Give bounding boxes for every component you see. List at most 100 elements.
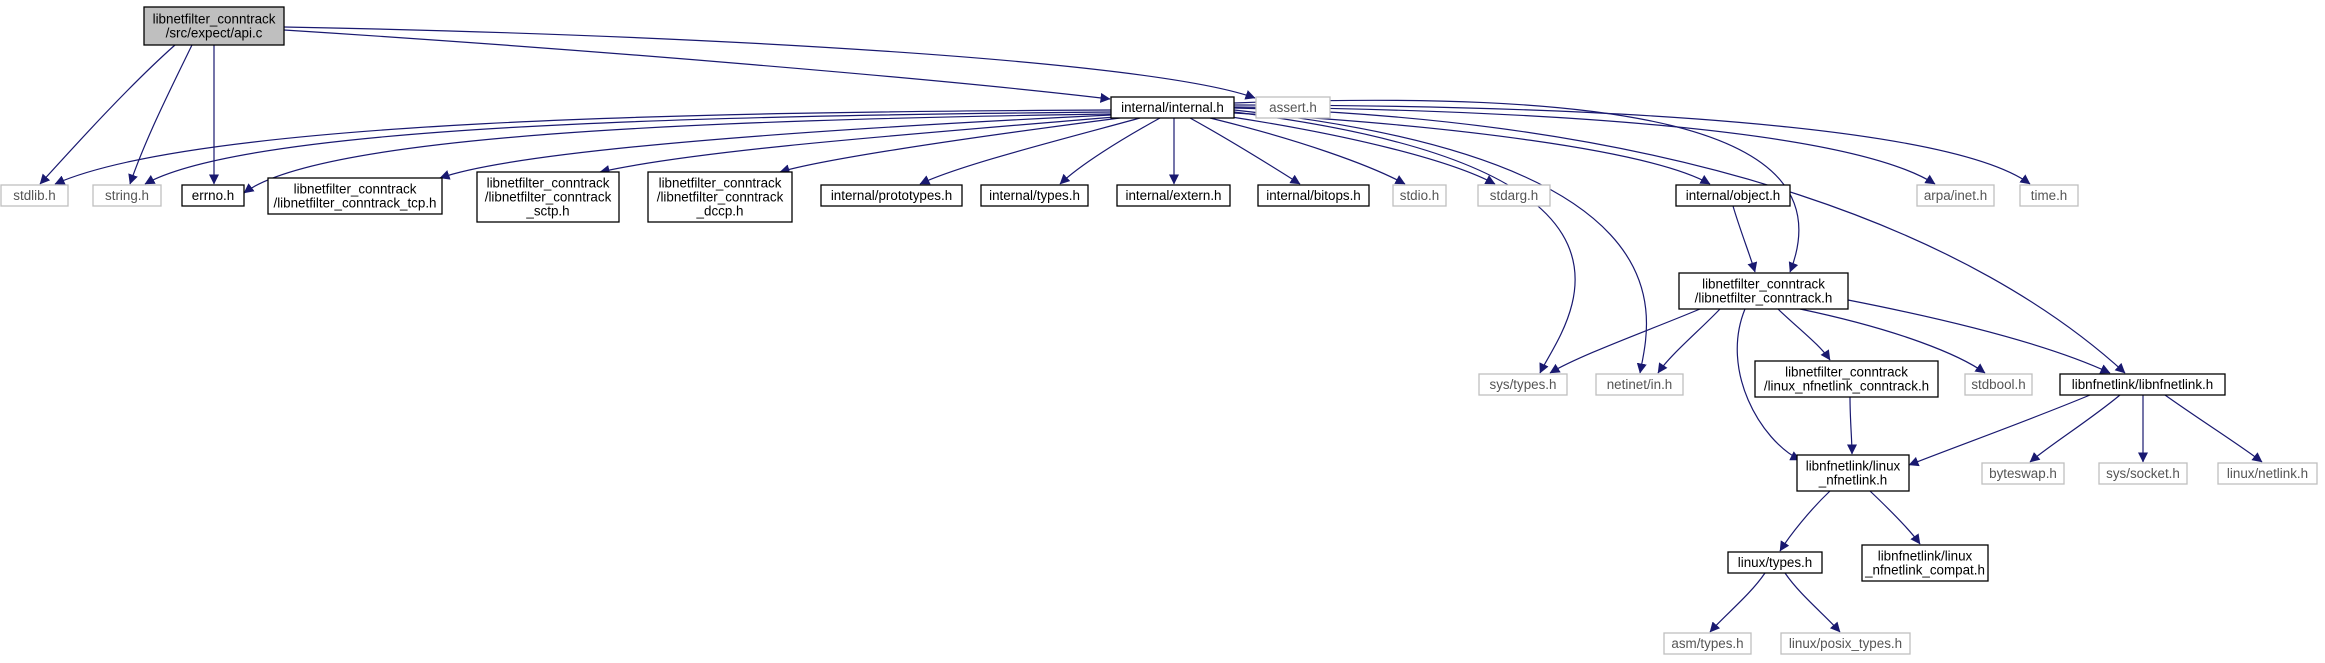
node-label-stdbool_h: stdbool.h — [1971, 377, 2025, 392]
node-prototypes_h[interactable]: internal/prototypes.h — [820, 184, 963, 207]
node-label-asm_types_h: asm/types.h — [1671, 636, 1743, 651]
node-label-stdio_h: stdio.h — [1400, 188, 1439, 203]
node-root[interactable]: libnetfilter_conntrack/src/expect/api.c — [143, 6, 285, 46]
node-label-sys_types_h: sys/types.h — [1490, 377, 1557, 392]
edge-root-to-stdlib_h — [39, 44, 176, 185]
node-box-libnfnetlink_h — [2059, 373, 2226, 396]
node-box-itypes_h — [980, 184, 1089, 207]
edge-conntrack_h-to-stdbool_h — [1799, 308, 1986, 374]
node-box-linux_netlink_h — [2217, 462, 2318, 485]
node-bitops_h[interactable]: internal/bitops.h — [1257, 184, 1370, 207]
node-label-conntrack_h: /libnetfilter_conntrack.h — [1695, 291, 1833, 306]
edge-internal_h-to-object_h — [1233, 112, 1711, 185]
node-lnnc_h[interactable]: libnetfilter_conntrack/linux_nfnetlink_c… — [1754, 360, 1939, 398]
node-box-netinet_in_h — [1595, 373, 1684, 396]
node-label-arpa_inet_h: arpa/inet.h — [1924, 188, 1987, 203]
node-box-posix_types_h — [1780, 632, 1911, 655]
edge-conntrack_h-to-sys_types_h — [1549, 308, 1701, 374]
node-sctp_h[interactable]: libnetfilter_conntrack/libnetfilter_conn… — [476, 171, 620, 223]
node-label-linux_nfnetlink_h: libnfnetlink/linux — [1806, 459, 1901, 474]
node-box-asm_types_h — [1663, 632, 1752, 655]
node-box-linux_nfnetlink_h — [1796, 454, 1910, 492]
dependency-edges — [39, 26, 2263, 633]
node-label-sctp_h: libnetfilter_conntrack — [487, 176, 610, 191]
node-object_h[interactable]: internal/object.h — [1675, 184, 1791, 207]
edge-conntrack_h-to-linux_nfnetlink_h — [1736, 308, 1801, 461]
node-box-root — [143, 6, 285, 46]
node-box-prototypes_h — [820, 184, 963, 207]
node-box-stdlib_h — [0, 184, 69, 207]
edge-internal_h-to-arpa_inet_h — [1233, 106, 1936, 185]
node-string_h: string.h — [92, 184, 162, 207]
node-stdbool_h: stdbool.h — [1964, 373, 2033, 396]
node-box-internal_h — [1110, 96, 1235, 119]
node-box-arpa_inet_h — [1916, 184, 1995, 207]
edge-root-to-assert_h — [283, 26, 1256, 100]
node-label-linux_nfnetlink_h: _nfnetlink.h — [1818, 473, 1888, 488]
edge-internal_h-to-libnfnetlink_h — [1233, 107, 2126, 374]
node-errno_h[interactable]: errno.h — [181, 184, 245, 207]
node-label-dccp_h: _dccp.h — [696, 204, 744, 219]
edge-internal_h-to-itypes_h — [1059, 117, 1161, 185]
node-label-netinet_in_h: netinet/in.h — [1607, 377, 1673, 392]
node-label-sctp_h: _sctp.h — [525, 204, 569, 219]
node-box-stdio_h — [1392, 184, 1447, 207]
edge-internal_h-to-stdlib_h — [54, 109, 1112, 185]
dependency-nodes: libnetfilter_conntrack/src/expect/api.ca… — [0, 6, 2318, 655]
node-sys_socket_h: sys/socket.h — [2098, 462, 2188, 485]
edge-object_h-to-conntrack_h — [1732, 205, 1758, 273]
node-label-stdarg_h: stdarg.h — [1490, 188, 1538, 203]
edge-libnfnetlink_h-to-linux_nfnetlink_h — [1908, 394, 2091, 467]
node-box-sys_types_h — [1478, 373, 1568, 396]
edge-internal_h-to-dccp_h — [779, 117, 1121, 175]
edge-internal_h-to-stdarg_h — [1224, 115, 1496, 185]
node-label-sys_socket_h: sys/socket.h — [2106, 466, 2180, 481]
node-extern_h[interactable]: internal/extern.h — [1116, 184, 1231, 207]
node-box-stdarg_h — [1477, 184, 1551, 207]
node-linux_nfnetlink_h[interactable]: libnfnetlink/linux_nfnetlink.h — [1796, 454, 1910, 492]
node-internal_h[interactable]: internal/internal.h — [1110, 96, 1235, 119]
node-conntrack_h[interactable]: libnetfilter_conntrack/libnetfilter_conn… — [1678, 272, 1849, 310]
node-label-extern_h: internal/extern.h — [1125, 188, 1221, 203]
node-label-linux_netlink_h: linux/netlink.h — [2227, 466, 2308, 481]
node-label-nfnetlink_compat_h: libnfnetlink/linux — [1878, 549, 1973, 564]
node-label-errno_h: errno.h — [192, 188, 234, 203]
node-label-byteswap_h: byteswap.h — [1989, 466, 2057, 481]
node-box-object_h — [1675, 184, 1791, 207]
node-stdarg_h: stdarg.h — [1477, 184, 1551, 207]
node-label-dccp_h: libnetfilter_conntrack — [659, 176, 782, 191]
node-box-sys_socket_h — [2098, 462, 2188, 485]
node-box-tcp_h — [267, 177, 443, 215]
node-linux_types_h[interactable]: linux/types.h — [1727, 551, 1823, 574]
node-box-sctp_h — [476, 171, 620, 223]
node-posix_types_h: linux/posix_types.h — [1780, 632, 1911, 655]
node-label-prototypes_h: internal/prototypes.h — [831, 188, 952, 203]
node-libnfnetlink_h[interactable]: libnfnetlink/libnfnetlink.h — [2059, 373, 2226, 396]
edge-linux_types_h-to-posix_types_h — [1784, 572, 1841, 633]
node-byteswap_h: byteswap.h — [1981, 462, 2065, 485]
node-asm_types_h: asm/types.h — [1663, 632, 1752, 655]
node-box-string_h — [92, 184, 162, 207]
node-nfnetlink_compat_h[interactable]: libnfnetlink/linux_nfnetlink_compat.h — [1861, 544, 1989, 582]
node-box-bitops_h — [1257, 184, 1370, 207]
node-label-libnfnetlink_h: libnfnetlink/libnfnetlink.h — [2072, 377, 2213, 392]
node-label-sctp_h: /libnetfilter_conntrack — [485, 190, 612, 205]
node-tcp_h[interactable]: libnetfilter_conntrack/libnetfilter_conn… — [267, 177, 443, 215]
node-label-nfnetlink_compat_h: _nfnetlink_compat.h — [1864, 563, 1985, 578]
node-dccp_h[interactable]: libnetfilter_conntrack/libnetfilter_conn… — [647, 171, 793, 223]
edge-internal_h-to-tcp_h — [439, 114, 1112, 180]
node-box-errno_h — [181, 184, 245, 207]
node-box-time_h — [2019, 184, 2079, 207]
edge-internal_h-to-string_h — [144, 111, 1112, 185]
node-label-itypes_h: internal/types.h — [989, 188, 1080, 203]
edge-conntrack_h-to-lnnc_h — [1777, 308, 1831, 361]
node-sys_types_h: sys/types.h — [1478, 373, 1568, 396]
edge-internal_h-to-prototypes_h — [919, 117, 1141, 185]
node-label-object_h: internal/object.h — [1686, 188, 1781, 203]
node-label-bitops_h: internal/bitops.h — [1266, 188, 1361, 203]
node-itypes_h[interactable]: internal/types.h — [980, 184, 1089, 207]
node-box-dccp_h — [647, 171, 793, 223]
node-label-stdlib_h: stdlib.h — [13, 188, 55, 203]
node-label-root: libnetfilter_conntrack — [153, 12, 276, 27]
node-box-assert_h — [1255, 96, 1331, 119]
